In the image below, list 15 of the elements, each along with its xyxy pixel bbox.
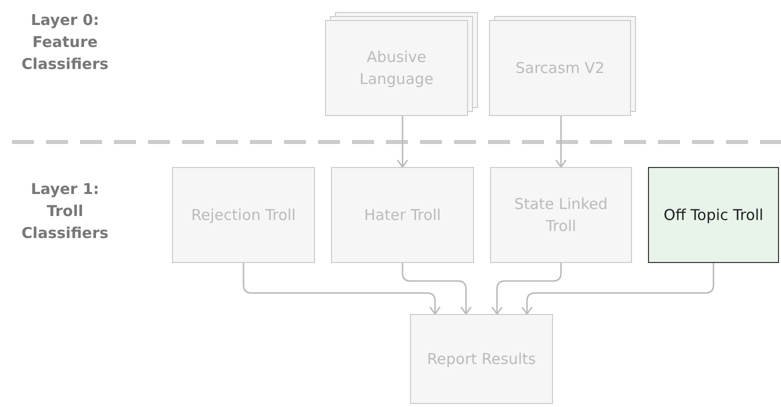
classifier-box: Rejection Troll — [172, 167, 315, 263]
classifier-box: Hater Troll — [331, 167, 474, 263]
classifier-box: State Linked Troll — [490, 167, 632, 263]
arrow — [521, 263, 714, 315]
classifier-box: Sarcasm V2 — [489, 20, 631, 116]
arrow — [491, 263, 562, 315]
arrow — [555, 116, 567, 168]
layer-label: Layer 1: Troll Classifiers — [20, 179, 110, 244]
arrow — [396, 116, 408, 168]
arrow — [242, 263, 441, 315]
classifier-box: Report Results — [410, 314, 553, 404]
arrow — [402, 263, 472, 315]
classifier-box: Off Topic Troll — [648, 167, 779, 263]
classifier-box: Abusive Language — [325, 20, 468, 116]
layer-label: Layer 0: Feature Classifiers — [20, 10, 110, 75]
